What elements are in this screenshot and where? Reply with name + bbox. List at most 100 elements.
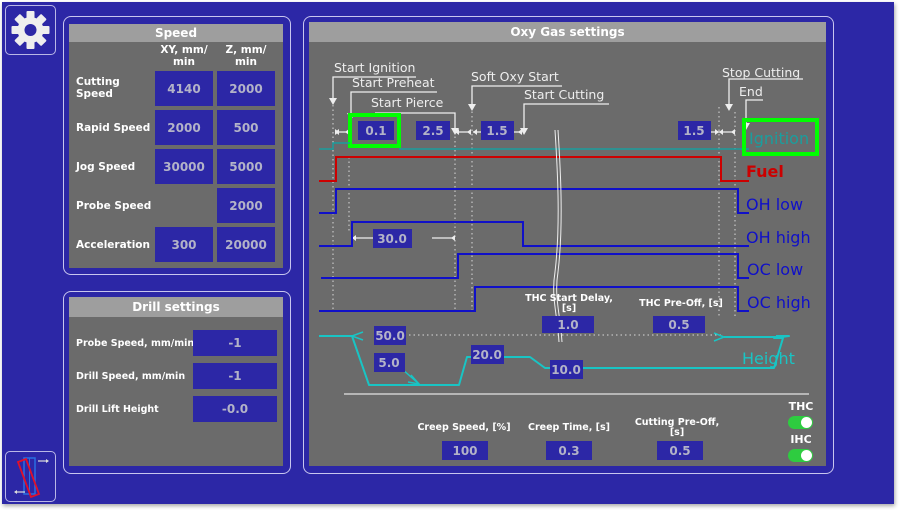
pierce-height-box[interactable] bbox=[374, 326, 406, 345]
layout-toggle-button[interactable] bbox=[5, 451, 56, 502]
z-column-header-line1: Z, mm/ bbox=[225, 44, 267, 56]
soft-oxy-start-label: Soft Oxy Start bbox=[471, 69, 559, 84]
jog-speed-xy-input[interactable]: 30000 bbox=[155, 149, 213, 184]
thc-pre-off-input[interactable]: 0.5 bbox=[653, 316, 705, 333]
start-cutting-pointer bbox=[523, 103, 609, 130]
drill-probe-speed-input[interactable]: -1 bbox=[193, 330, 277, 356]
preheat-time-box[interactable] bbox=[416, 121, 450, 140]
z-column-header: Z, mm/ min bbox=[217, 44, 275, 68]
timing-diagram: Start Ignition Start Preheat Start Pierc… bbox=[319, 60, 819, 395]
speed-panel-frame bbox=[63, 16, 291, 275]
drill-panel-title: Drill settings bbox=[69, 297, 283, 317]
acceleration-z-input[interactable]: 20000 bbox=[217, 227, 275, 262]
start-pierce-pointer bbox=[375, 112, 456, 130]
creep-time-label: Creep Time, [s] bbox=[528, 422, 610, 433]
tilted-rectangle-icon bbox=[14, 457, 49, 499]
thc-toggle-label: THC bbox=[788, 400, 814, 413]
gear-icon bbox=[11, 11, 50, 49]
thc-start-delay-label: THC Start Delay, [s] bbox=[519, 294, 619, 314]
acceleration-label: Acceleration bbox=[76, 239, 150, 251]
jog-speed-z-input[interactable]: 5000 bbox=[217, 149, 275, 184]
start-ignition-label: Start Ignition bbox=[334, 60, 415, 75]
ignition-highlight bbox=[348, 113, 401, 148]
end-time-value: 1.5 bbox=[683, 124, 704, 138]
drill-speed-label: Drill Speed, mm/min bbox=[76, 371, 186, 382]
drill-panel: Drill settings Probe Speed, mm/min -1 Dr… bbox=[69, 297, 283, 466]
oc-high-trace bbox=[319, 286, 749, 312]
end-pointer bbox=[745, 99, 763, 125]
preheat-time-value: 2.5 bbox=[422, 124, 443, 138]
oh-low-trace bbox=[319, 188, 749, 214]
creep-height-value: 20.0 bbox=[472, 348, 502, 362]
oh-high-time-value: 30.0 bbox=[377, 232, 407, 246]
rapid-speed-label: Rapid Speed bbox=[76, 122, 151, 134]
oh-low-signal-label: OH low bbox=[746, 195, 803, 214]
creep-height-box[interactable] bbox=[471, 345, 504, 364]
probe-speed-label: Probe Speed bbox=[76, 200, 152, 212]
end-time-box[interactable] bbox=[678, 121, 711, 140]
stop-cutting-label: Stop Cutting bbox=[722, 65, 800, 80]
settings-button[interactable] bbox=[5, 5, 56, 55]
ihc-height-box[interactable] bbox=[374, 353, 405, 372]
oxy-panel: Oxy Gas settings bbox=[309, 22, 826, 466]
soft-oxy-pointer bbox=[471, 85, 562, 106]
ignition-label-highlight bbox=[742, 118, 819, 156]
acceleration-xy-input[interactable]: 300 bbox=[155, 227, 213, 262]
drill-lift-height-input[interactable]: -0.0 bbox=[193, 396, 277, 422]
cutting-pre-off-label-line2: [s] bbox=[669, 427, 685, 438]
creep-speed-input[interactable]: 100 bbox=[442, 441, 488, 460]
xy-column-header-line2: min bbox=[172, 56, 195, 68]
ignition-time-value: 0.1 bbox=[365, 124, 386, 138]
app-window: Speed XY, mm/ min Z, mm/ min Cutting Spe… bbox=[2, 2, 894, 504]
oh-high-time-box[interactable] bbox=[373, 229, 412, 248]
drill-speed-input[interactable]: -1 bbox=[193, 363, 277, 389]
creep-speed-label: Creep Speed, [%] bbox=[417, 422, 511, 433]
end-label: End bbox=[739, 84, 763, 99]
start-pierce-label: Start Pierce bbox=[371, 95, 444, 110]
time-break-mark bbox=[553, 129, 560, 343]
ignition-time-box[interactable] bbox=[358, 121, 394, 140]
cutting-speed-z-input[interactable]: 2000 bbox=[217, 71, 275, 106]
oc-low-trace bbox=[321, 253, 749, 279]
cut-height-box[interactable] bbox=[550, 360, 583, 379]
cutting-speed-label: Cutting Speed bbox=[76, 76, 120, 100]
ignition-trace bbox=[319, 142, 350, 150]
ignition-signal-label: Ignition bbox=[749, 129, 809, 148]
oc-low-signal-label: OC low bbox=[747, 260, 803, 279]
ihc-height-value: 5.0 bbox=[378, 356, 399, 370]
ihc-toggle-label: IHC bbox=[790, 433, 812, 446]
thc-toggle-knob bbox=[801, 417, 812, 428]
drill-probe-speed-label: Probe Speed, mm/min bbox=[76, 338, 195, 349]
start-preheat-pointer bbox=[350, 91, 437, 115]
cut-height-value: 10.0 bbox=[551, 363, 581, 377]
height-signal-label: Height bbox=[742, 349, 795, 368]
thc-start-delay-label-line2: [s] bbox=[561, 303, 577, 314]
oh-high-signal-label: OH high bbox=[746, 228, 811, 247]
oxy-panel-title: Oxy Gas settings bbox=[309, 22, 826, 42]
creep-time-input[interactable]: 0.3 bbox=[546, 441, 592, 460]
thc-start-delay-input[interactable]: 1.0 bbox=[542, 316, 594, 333]
cutting-pre-off-input[interactable]: 0.5 bbox=[657, 441, 703, 460]
jog-speed-label: Jog Speed bbox=[76, 161, 136, 173]
ihc-toggle-knob bbox=[801, 450, 812, 461]
xy-column-header: XY, mm/ min bbox=[155, 44, 213, 68]
drill-panel-frame bbox=[63, 291, 291, 474]
soft-oxy-time-box[interactable] bbox=[481, 121, 514, 140]
thc-toggle[interactable] bbox=[788, 416, 813, 429]
probe-speed-z-input[interactable]: 2000 bbox=[217, 188, 275, 223]
cutting-speed-xy-input[interactable]: 4140 bbox=[155, 71, 213, 106]
fuel-signal-label: Fuel bbox=[746, 162, 784, 181]
start-ignition-pointer bbox=[332, 76, 416, 100]
drill-lift-height-label: Drill Lift Height bbox=[76, 404, 159, 415]
rapid-speed-xy-input[interactable]: 2000 bbox=[155, 110, 213, 145]
cutting-pre-off-label-line1: Cutting Pre-Off, bbox=[634, 417, 720, 428]
ihc-toggle[interactable] bbox=[788, 449, 813, 462]
pierce-height-value: 50.0 bbox=[375, 329, 405, 343]
rapid-speed-z-input[interactable]: 500 bbox=[217, 110, 275, 145]
cutting-speed-label-line1: Cutting bbox=[76, 76, 120, 88]
thc-pre-off-label: THC Pre-Off, [s] bbox=[639, 298, 723, 309]
oxy-panel-frame bbox=[303, 16, 834, 474]
stop-cutting-pointer bbox=[728, 78, 803, 106]
cutting-pre-off-label: Cutting Pre-Off, [s] bbox=[627, 418, 727, 438]
thc-start-delay-label-line1: THC Start Delay, bbox=[525, 293, 613, 304]
